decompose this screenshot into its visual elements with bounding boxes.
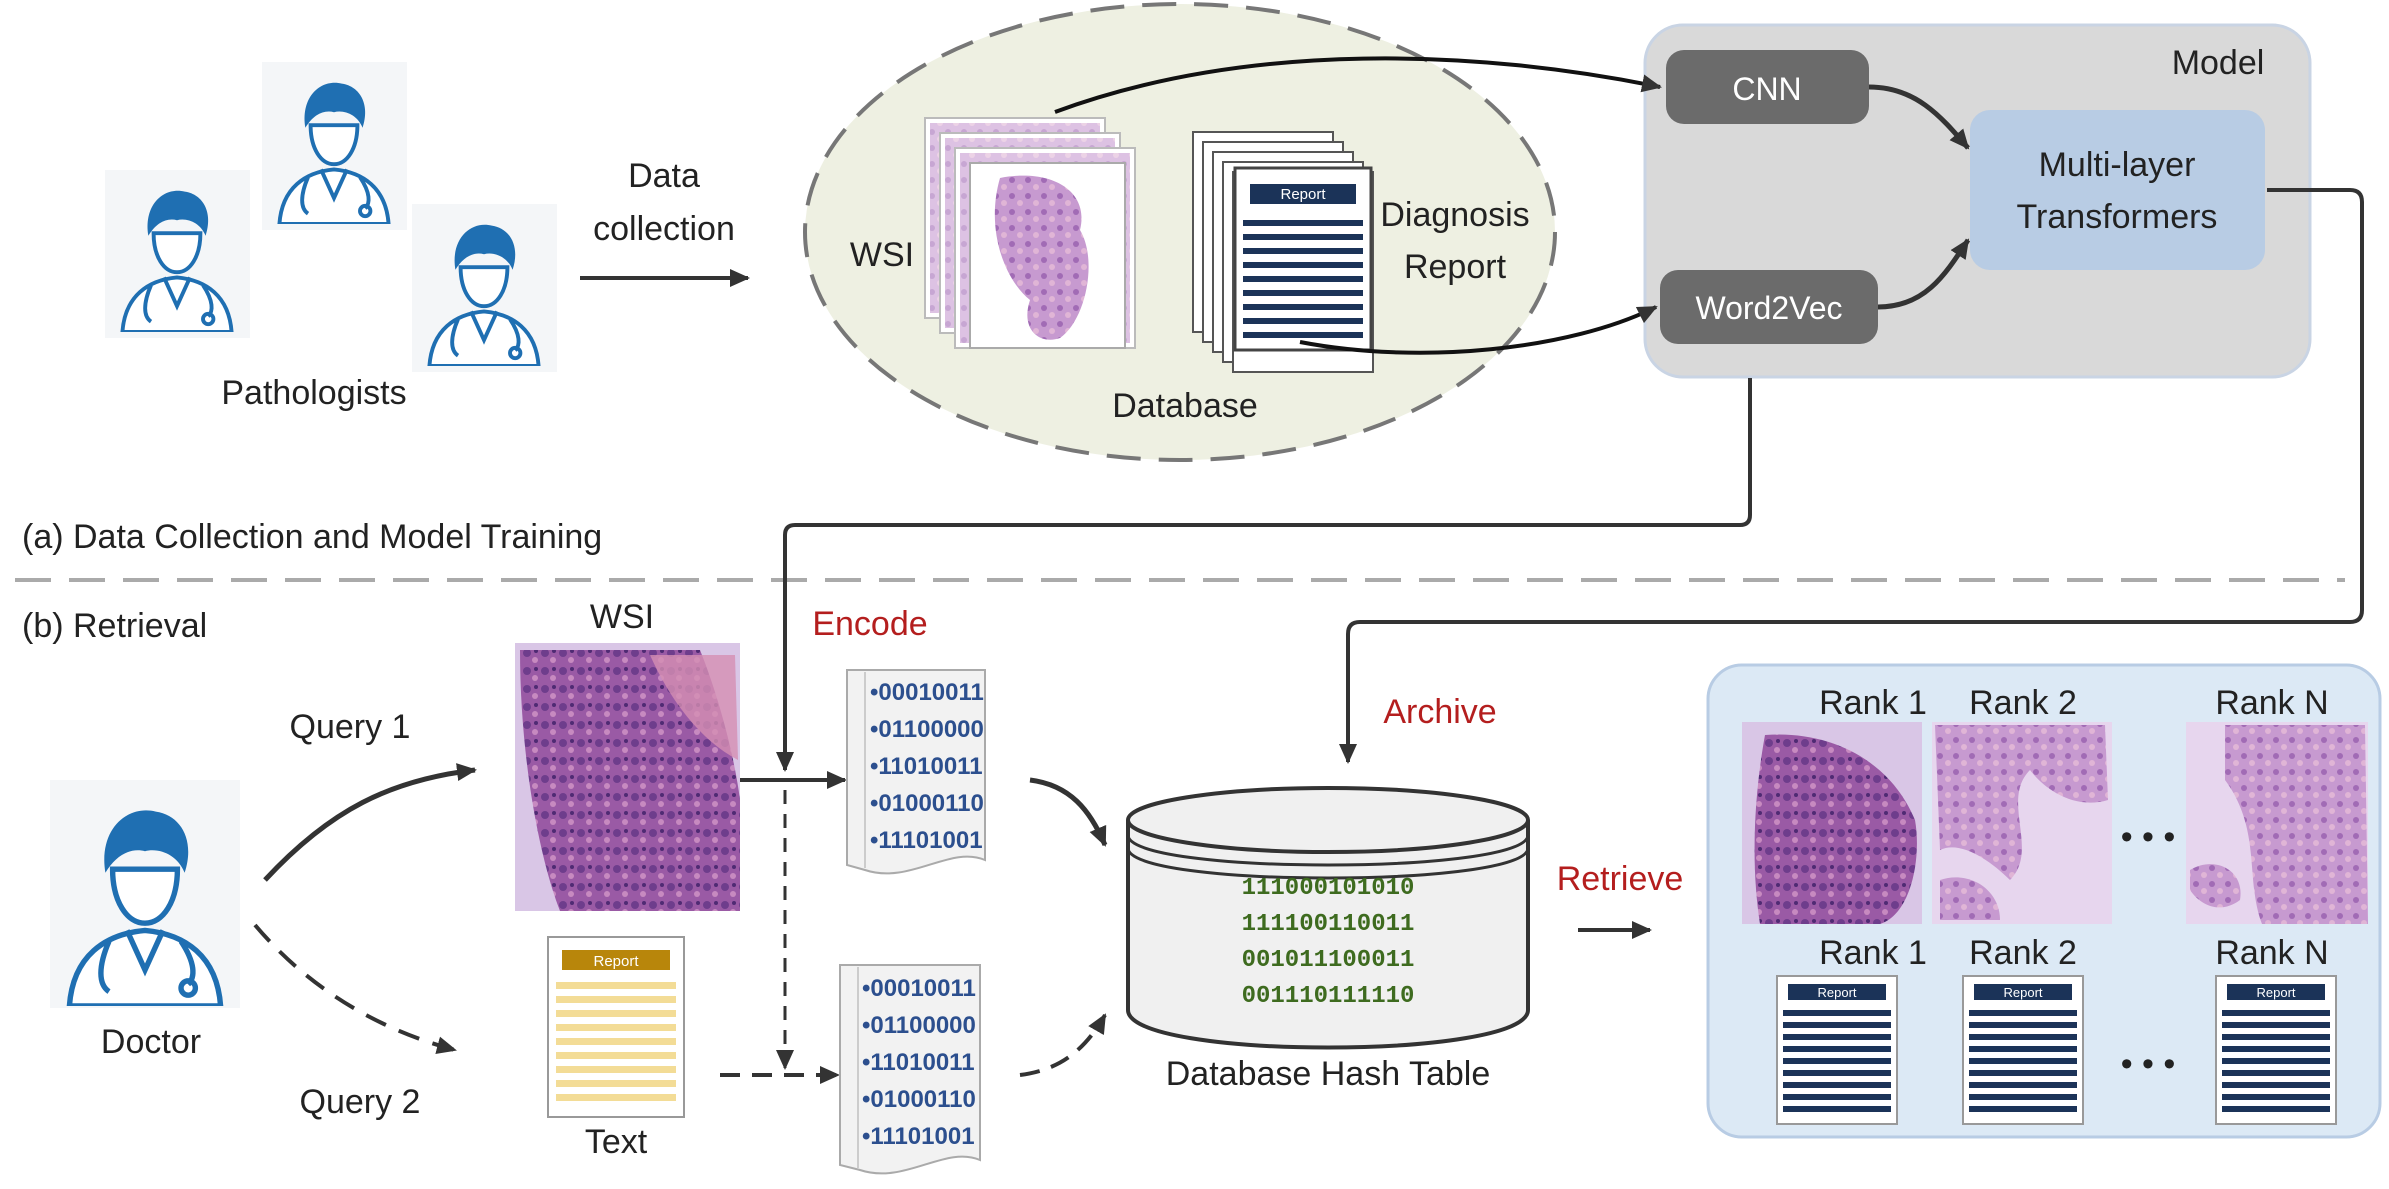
- hash-row-1: 111000101010: [1242, 875, 1415, 902]
- result-wsi-n: [2186, 722, 2368, 924]
- pathologist-icon-1: [105, 170, 250, 338]
- database-label: Database: [1112, 387, 1258, 425]
- result-wsi-1: [1742, 722, 1922, 924]
- text-code-to-db-arrow: [1019, 1013, 1107, 1077]
- word2vec-to-encode-line: [776, 378, 1752, 772]
- section-b-label: (b) Retrieval: [22, 607, 207, 645]
- pathologist-icon-2: [262, 62, 407, 230]
- archive-label: Archive: [1383, 693, 1496, 731]
- result-report-n: [2215, 975, 2337, 1125]
- code-top-3: •11010011: [870, 753, 983, 780]
- wsi-query-label: WSI: [590, 598, 654, 636]
- code-card-top: [846, 669, 986, 875]
- pathologists-label: Pathologists: [221, 374, 406, 412]
- code-bottom-5: •11101001: [862, 1123, 975, 1150]
- model-title: Model: [2172, 44, 2265, 82]
- code-top-4: •01000110: [870, 790, 984, 817]
- rank-text-2: Rank 2: [1969, 934, 2077, 972]
- data-collection-label-line2: collection: [593, 210, 735, 248]
- hash-row-4: 001110111110: [1242, 983, 1415, 1010]
- report-tag-query: Report: [593, 953, 639, 970]
- code-card-bottom: [839, 964, 981, 1175]
- transformers-box: [1970, 110, 2265, 270]
- word2vec-box: [1660, 270, 1878, 344]
- rank-wsi-2: Rank 2: [1969, 684, 2077, 722]
- code-bottom-1: •00010011: [862, 975, 976, 1002]
- rank-wsi-n: Rank N: [2215, 684, 2328, 722]
- doctor-icon: [50, 780, 240, 1008]
- text-query-doc: [547, 936, 685, 1118]
- code-to-db-arrow: [1029, 777, 1108, 847]
- section-a-label: (a) Data Collection and Model Training: [22, 518, 602, 556]
- result-wsi-2: [1932, 722, 2112, 924]
- report-tag-result-1: Report: [1817, 985, 1856, 1000]
- code-top-2: •01100000: [870, 716, 984, 743]
- hash-table-label: Database Hash Table: [1166, 1055, 1490, 1093]
- word2vec-label: Word2Vec: [1695, 290, 1842, 326]
- rank-wsi-1: Rank 1: [1819, 684, 1927, 722]
- word2vec-to-transformer-arrow: [1877, 238, 1971, 310]
- transformer-to-archive-line: [1339, 188, 2364, 764]
- code-top-1: •00010011: [870, 679, 984, 706]
- code-top-5: •11101001: [870, 827, 983, 854]
- cnn-label: CNN: [1732, 71, 1801, 107]
- report-tag-result-n: Report: [2256, 985, 2295, 1000]
- query1-arrow: [263, 763, 477, 882]
- wsi-query-image: [515, 643, 740, 911]
- database-cylinder: [1126, 786, 1530, 1050]
- cnn-box: [1666, 50, 1869, 124]
- text-query-label: Text: [585, 1123, 648, 1161]
- diagnosis-label-line2: Report: [1404, 248, 1507, 286]
- query2-arrow: [253, 923, 457, 1055]
- wsi-to-cnn-arrow: [1054, 56, 1662, 114]
- retrieve-label: Retrieve: [1557, 860, 1684, 898]
- transformers-label-line2: Transformers: [2017, 198, 2218, 236]
- report-tag-result-2: Report: [2003, 985, 2042, 1000]
- report-to-word2vec-arrow: [1299, 305, 1658, 355]
- ellipsis-wsi: • • •: [2121, 818, 2176, 856]
- result-report-2: [1962, 975, 2084, 1125]
- doctor-label: Doctor: [101, 1023, 201, 1061]
- rank-text-1: Rank 1: [1819, 934, 1927, 972]
- code-bottom-4: •01000110: [862, 1086, 976, 1113]
- diagnosis-report-stack: [1192, 131, 1374, 373]
- query2-label: Query 2: [300, 1083, 421, 1121]
- pathologist-icon-3: [412, 204, 557, 372]
- query1-label: Query 1: [290, 708, 411, 746]
- hash-row-3: 001011100011: [1242, 947, 1415, 974]
- code-bottom-3: •11010011: [862, 1049, 975, 1076]
- cnn-to-transformer-arrow: [1868, 84, 1970, 150]
- ellipsis-report: • • •: [2121, 1045, 2176, 1083]
- transformers-label-line1: Multi-layer: [2039, 146, 2196, 184]
- report-tag-db: Report: [1280, 186, 1326, 203]
- encode-label: Encode: [812, 605, 927, 643]
- hash-row-2: 111100110011: [1242, 911, 1415, 938]
- rank-text-n: Rank N: [2215, 934, 2328, 972]
- wsi-stack: [924, 117, 1136, 349]
- data-collection-label-line1: Data: [628, 157, 700, 195]
- database-wsi-label: WSI: [850, 236, 914, 274]
- result-report-1: [1776, 975, 1898, 1125]
- diagnosis-label-line1: Diagnosis: [1380, 196, 1529, 234]
- code-bottom-2: •01100000: [862, 1012, 976, 1039]
